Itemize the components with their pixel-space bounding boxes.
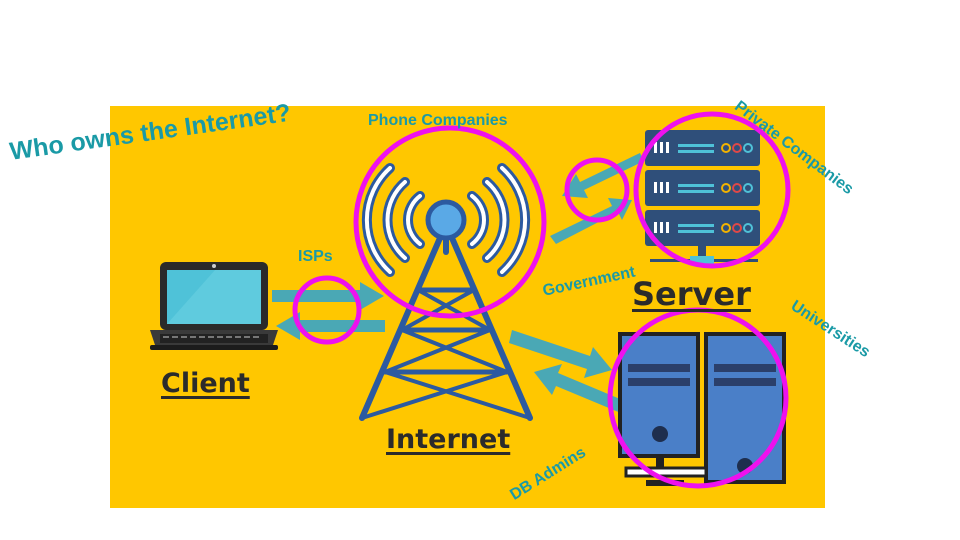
server-label: Server: [632, 275, 751, 313]
cell-tower-icon: [359, 235, 533, 421]
phone-companies-label: Phone Companies: [368, 112, 508, 129]
internet-server-arrows: [550, 153, 644, 244]
laptop-icon: [150, 262, 278, 350]
phone-companies-highlight: [353, 125, 547, 319]
government-highlight: [564, 157, 630, 223]
universities-highlight: [607, 307, 789, 489]
database-server-icon: [618, 332, 786, 486]
highlight-circles: [292, 111, 791, 489]
client-internet-arrows: [272, 282, 385, 340]
isps-highlight: [292, 275, 362, 345]
isps-label: ISPs: [298, 248, 333, 265]
internet-label: Internet: [386, 424, 511, 455]
internet-db-arrows: [509, 330, 632, 416]
client-label: Client: [161, 368, 250, 399]
signal-waves-icon: [361, 163, 531, 277]
rack-server-icon: [645, 130, 760, 264]
private-companies-highlight: [633, 111, 791, 269]
